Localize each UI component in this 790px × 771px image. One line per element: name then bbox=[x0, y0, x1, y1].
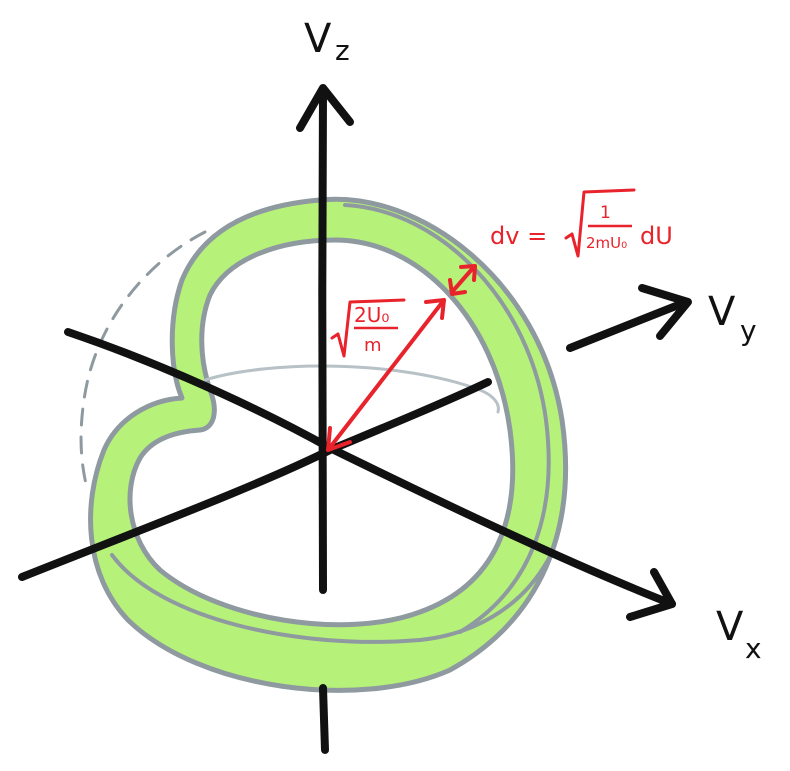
shell-bottom-line bbox=[110, 553, 550, 644]
vz-subscript: z bbox=[335, 34, 350, 67]
vy-subscript: y bbox=[740, 314, 757, 347]
thickness-numerator: 1 bbox=[600, 203, 611, 223]
vz-arrowhead bbox=[296, 84, 354, 132]
axis-label-vz: V z bbox=[304, 16, 350, 67]
thickness-denominator: 2mU₀ bbox=[586, 234, 627, 252]
vz-label: V bbox=[304, 16, 332, 62]
thickness-sqrt-sign bbox=[564, 188, 636, 258]
vz-axis-line bbox=[318, 86, 327, 594]
radius-vector bbox=[326, 298, 446, 452]
spherical-shell bbox=[88, 196, 569, 693]
vx-subscript: x bbox=[745, 632, 762, 665]
vy-label: V bbox=[708, 289, 736, 335]
equator-arc bbox=[203, 364, 500, 414]
radius-denominator: m bbox=[364, 335, 382, 356]
shell-inner-line bbox=[343, 203, 551, 634]
thickness-arrowhead-inner bbox=[448, 278, 467, 296]
vx-axis-line bbox=[64, 328, 676, 608]
thickness-rhs: dU bbox=[640, 222, 673, 250]
vz-axis-lower bbox=[319, 684, 329, 754]
vy-axis-outer bbox=[566, 298, 690, 352]
thickness-arrowhead-outer bbox=[459, 264, 477, 282]
thickness-line bbox=[450, 266, 475, 294]
axis-label-vx: V x bbox=[716, 604, 762, 665]
axis-label-vy: V y bbox=[708, 289, 757, 347]
shell-band bbox=[88, 196, 569, 693]
axes bbox=[18, 84, 692, 754]
vy-arrowhead bbox=[638, 284, 692, 340]
vy-axis-line bbox=[18, 378, 492, 581]
thickness-vector bbox=[448, 264, 477, 296]
radius-arrowhead-origin bbox=[326, 426, 352, 452]
thickness-annotation: dv = 1 2mU₀ dU bbox=[490, 188, 673, 258]
vx-arrowhead bbox=[626, 568, 676, 621]
radius-numerator: 2U₀ bbox=[354, 303, 389, 327]
vx-label: V bbox=[716, 604, 744, 650]
radius-line bbox=[326, 298, 446, 452]
radius-arrowhead-tip bbox=[424, 298, 446, 320]
thickness-lhs: dv = bbox=[490, 222, 547, 250]
radius-annotation: 2U₀ m bbox=[330, 298, 406, 358]
radius-sqrt-sign bbox=[330, 298, 406, 358]
